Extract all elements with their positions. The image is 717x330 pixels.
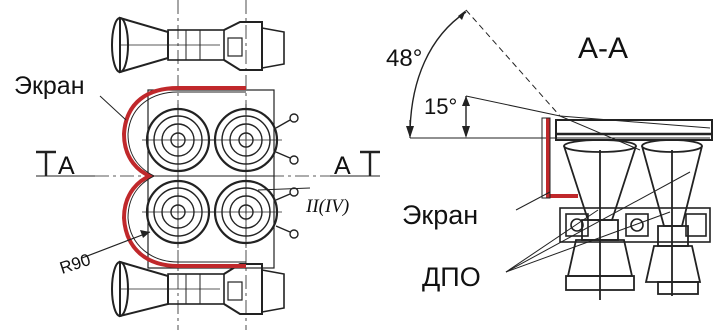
thruster-left: [563, 139, 637, 300]
top-engine: [111, 16, 285, 74]
left-view: Экран A A R90 II(IV): [14, 0, 380, 330]
lower-mount: [559, 207, 711, 243]
angle-15-ray: [465, 95, 561, 117]
dpo-leader-2: [505, 211, 671, 273]
plume-line-1: [559, 115, 711, 129]
angle-48-ray: [465, 9, 561, 117]
label-section-a-right: A: [334, 152, 351, 180]
screen-leader-right: [515, 191, 551, 211]
bottom-engine: [111, 260, 285, 318]
label-section-title: A-A: [578, 32, 628, 65]
label-angle-48: 48°: [386, 45, 422, 72]
angle-15-arrow-top: [462, 96, 470, 106]
screen-shield-right: [546, 118, 578, 198]
angle-48-arrow-top: [458, 10, 466, 20]
label-radius: R90: [57, 250, 93, 278]
position-leader: [257, 187, 311, 191]
label-section-a-left: A: [58, 152, 75, 180]
label-angle-15: 15°: [424, 94, 457, 119]
nozzle-bottom-left: [140, 174, 216, 250]
dpo-leader-3: [505, 171, 691, 273]
label-screen-left: Экран: [14, 72, 85, 100]
screen-leader-left: [99, 95, 127, 121]
angle-48-arc: [409, 11, 467, 137]
section-mark-right: [330, 150, 380, 177]
screen-plate-outline: [541, 117, 551, 199]
section-mark-left: [36, 150, 95, 177]
nozzle-bottom-right: [208, 174, 284, 250]
label-position: II(IV): [305, 196, 349, 217]
thruster-right: [641, 139, 703, 296]
nozzle-top-right: [208, 102, 284, 178]
housing-top: [555, 119, 713, 141]
screen-shield-left: [121, 86, 246, 268]
angle-48-arrow-bottom: [406, 126, 414, 138]
radius-arrow: [140, 230, 150, 238]
label-screen-right: Экран: [402, 200, 478, 230]
nozzle-top-left: [140, 102, 216, 178]
label-thrusters: ДПО: [422, 262, 481, 292]
right-view: A-A 48° 15°: [386, 9, 713, 300]
side-lugs: [275, 113, 299, 239]
angle-15-arrow-bottom: [462, 126, 470, 138]
screen-shield-inner: [127, 91, 246, 263]
dpo-leader-1: [505, 209, 599, 273]
radius-leader: [81, 231, 151, 259]
